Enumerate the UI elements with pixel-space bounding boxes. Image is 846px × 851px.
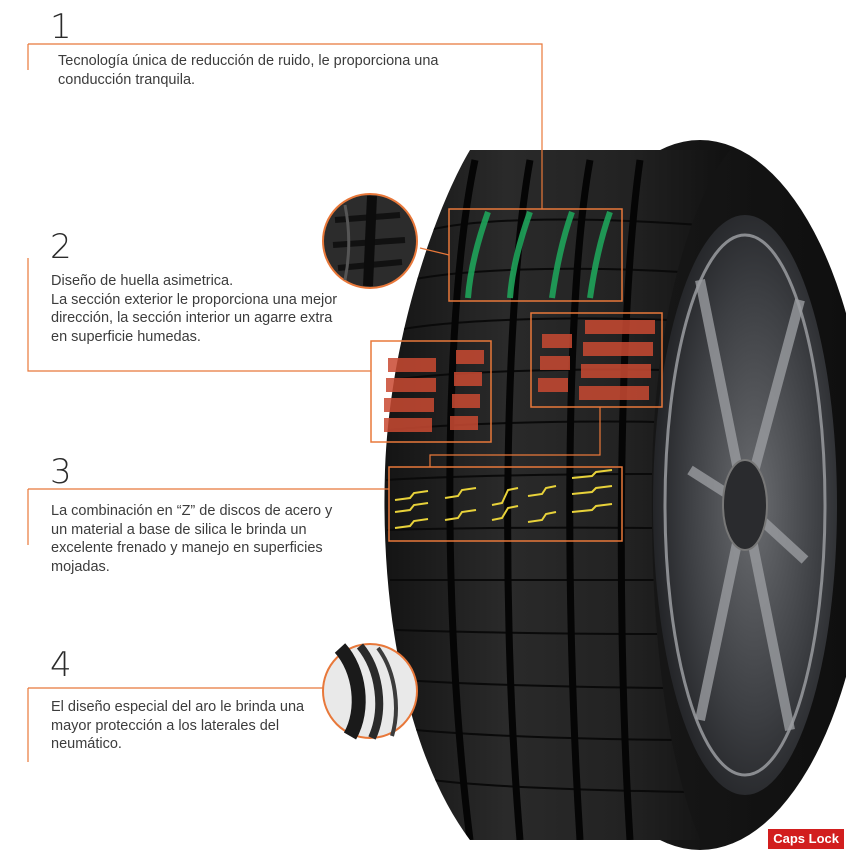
feature-2-description: Diseño de huella asimetrica. La sección … <box>51 273 338 345</box>
feature-3-number: 3 <box>50 452 72 492</box>
wheel-rim <box>653 215 837 795</box>
feature-2-number: 2 <box>50 227 72 267</box>
tread-closeup-circle <box>322 193 418 289</box>
caps-lock-indicator: Caps Lock <box>768 829 844 849</box>
rim-closeup-circle <box>322 643 418 740</box>
feature-4-description: El diseño especial del aro le brinda una… <box>51 699 305 752</box>
feature-3-description: La combinación en “Z” de discos de acero… <box>51 503 333 575</box>
noise-reduction-highlight <box>448 208 623 302</box>
zigzag-sipes-highlight <box>388 466 623 542</box>
feature-1-number: 1 <box>50 7 72 47</box>
callout-lines <box>27 43 601 762</box>
feature-1-description: Tecnología única de reducción de ruido, … <box>58 53 439 88</box>
asymmetric-tread-highlight <box>370 312 663 443</box>
feature-4-number: 4 <box>50 645 72 685</box>
